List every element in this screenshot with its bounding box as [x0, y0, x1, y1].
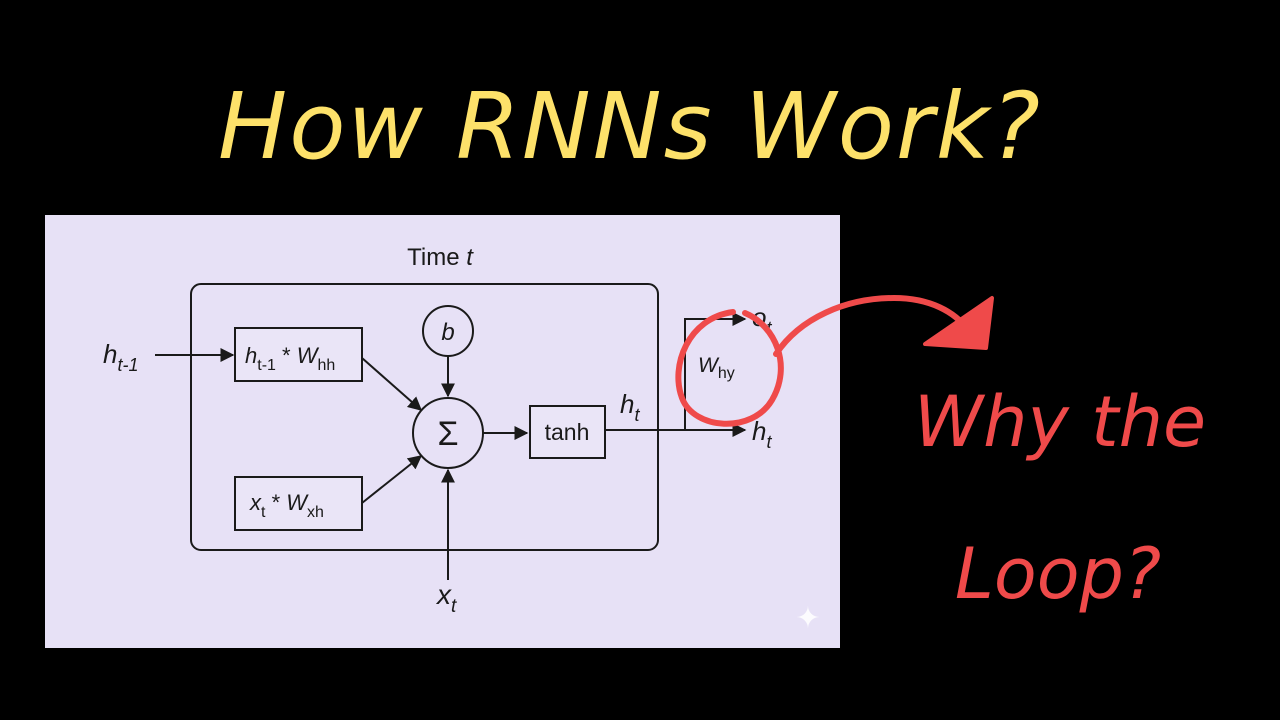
input-x-label: xt — [435, 579, 457, 617]
annotation-arrowhead — [923, 296, 994, 350]
hidden-inner-label: ht — [620, 389, 640, 425]
callout-line-1: Why the — [914, 381, 1206, 463]
bias-label: b — [441, 319, 454, 346]
page-title: How RNNs Work? — [218, 73, 1042, 180]
annotation-loop — [675, 294, 994, 427]
output-branch-line — [684, 312, 747, 430]
sparkle-icon: ✦ — [795, 601, 820, 636]
input-weight-label: xt * Wxh — [249, 490, 324, 521]
rnn-cell-box — [190, 283, 659, 551]
tanh-box — [529, 405, 606, 459]
output-weight-label: Why — [698, 354, 735, 382]
sum-symbol: Σ — [437, 415, 458, 453]
annotation-arc — [773, 294, 971, 357]
tanh-label: tanh — [545, 419, 590, 445]
callout-line-2: Loop? — [955, 533, 1161, 615]
input-term-to-sum-arrow — [361, 455, 423, 504]
input-weight-box — [234, 476, 363, 531]
diagram-panel — [45, 215, 840, 648]
hidden-out-label: ht — [752, 416, 772, 452]
prev-hidden-label: ht-1 — [103, 339, 138, 375]
prev-hidden-weight-label: ht-1 * Whh — [245, 343, 335, 374]
prev-hidden-weight-box — [234, 327, 363, 382]
time-header: Time t — [407, 244, 474, 271]
rnn-diagram: Time t ht-1 ht-1 * Whh xt * Wxh b Σ xt t… — [45, 215, 840, 648]
prev-term-to-sum-arrow — [361, 357, 423, 411]
